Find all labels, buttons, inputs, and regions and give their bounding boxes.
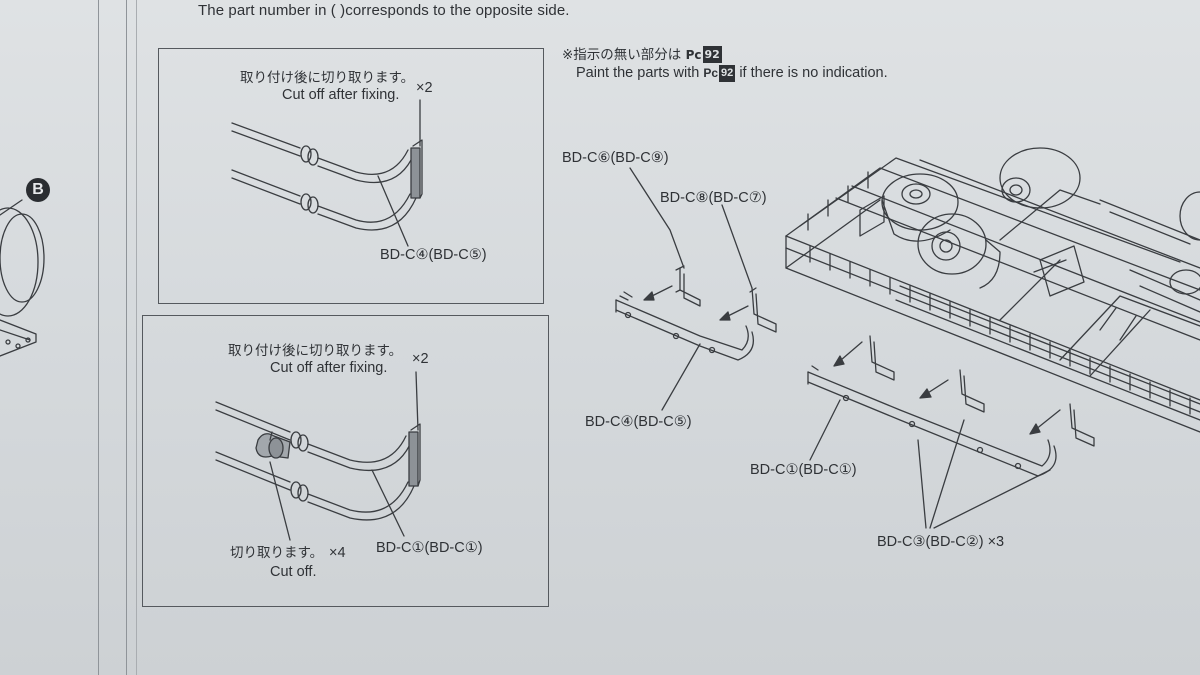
panel-bottom-rail-drawing xyxy=(215,371,421,541)
pc-prefix-jp: Pc xyxy=(685,48,702,62)
label-bdc3-text: BD-C③(BD-C②) xyxy=(877,534,984,550)
loose-rail-bdc4 xyxy=(615,291,755,361)
loose-rail-bdc1 xyxy=(807,365,1057,477)
truck-chassis-drawing xyxy=(785,157,1200,433)
panel-top-part-label: BD-C④(BD-C⑤) xyxy=(380,247,487,263)
paint-note-en-text: Paint the parts with xyxy=(576,65,700,81)
pc-code-badge-en: 92 xyxy=(719,65,736,82)
page-fold-line xyxy=(98,0,99,675)
label-bdc3-multiplier: ×3 xyxy=(987,534,1005,550)
cut-off-multiplier: ×4 xyxy=(329,545,346,561)
panel-top-multiplier: ×2 xyxy=(416,80,433,96)
cut-off-en-note: Cut off. xyxy=(270,564,317,580)
truck-wheels-drawing xyxy=(881,147,1200,289)
brackets-bdc3 xyxy=(869,335,1095,447)
label-bdc1: BD-C①(BD-C①) xyxy=(750,462,857,478)
step-b-badge: B xyxy=(26,178,50,202)
opposite-side-note: The part number in ( )corresponds to the… xyxy=(198,2,570,19)
pc-code-badge-jp: 92 xyxy=(702,46,722,63)
panel-bottom-part-label: BD-C①(BD-C①) xyxy=(376,540,483,556)
detail-panel-top xyxy=(158,48,544,304)
page-margin-line xyxy=(136,0,137,675)
label-bdc8: BD-C⑧(BD-C⑦) xyxy=(660,190,767,206)
bracket-bdc6 xyxy=(675,265,701,307)
partial-truck-drawing-left xyxy=(0,199,45,357)
page-edge-line xyxy=(126,0,127,675)
cut-off-jp-note: 切り取ります。 xyxy=(230,545,324,561)
leader-lines xyxy=(629,167,1051,529)
panel-bottom-jp-note: 取り付け後に切り取ります。 xyxy=(228,343,403,359)
panel-bottom-en-note: Cut off after fixing. xyxy=(270,360,388,376)
assembly-arrows xyxy=(643,285,1061,435)
paint-note-en-suffix: if there is no indication. xyxy=(739,65,888,81)
pc-prefix-en: Pc xyxy=(703,66,719,80)
label-bdc4: BD-C④(BD-C⑤) xyxy=(585,414,692,430)
bracket-bdc8 xyxy=(749,287,777,333)
label-bdc3: BD-C③(BD-C②) ×3 xyxy=(877,534,1004,551)
paint-note-jp-text: ※指示の無い部分は xyxy=(562,47,682,63)
panel-top-en-note: Cut off after fixing. xyxy=(282,87,400,103)
label-bdc6: BD-C⑥(BD-C⑨) xyxy=(562,150,669,166)
panel-top-jp-note: 取り付け後に切り取ります。 xyxy=(240,70,415,86)
detail-panel-bottom xyxy=(142,315,549,607)
panel-top-rail-drawing xyxy=(231,99,423,247)
panel-bottom-multiplier: ×2 xyxy=(412,351,429,367)
